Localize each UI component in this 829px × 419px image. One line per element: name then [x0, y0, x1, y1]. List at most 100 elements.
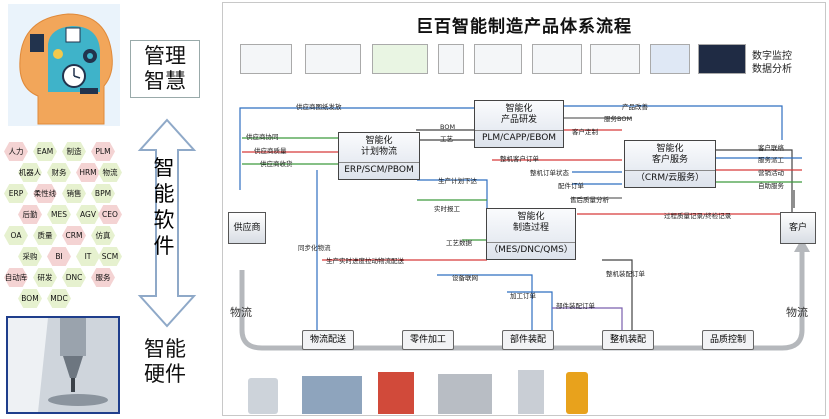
hex-cell: OA	[4, 226, 28, 245]
logistics-flow-arrow	[239, 250, 805, 351]
hex-cell: AGV	[76, 205, 100, 224]
lbl-supplier-drawing: 供应商图纸发放	[296, 103, 342, 111]
lbl-process: 工艺	[440, 135, 453, 143]
process-order-line	[507, 291, 553, 330]
warehouse-rack-image	[302, 376, 362, 414]
customer-contact-line	[712, 149, 793, 215]
hex-cell: 仿真	[91, 226, 115, 245]
smart-hardware-label: 智能 硬件	[132, 334, 198, 390]
mes-title-1: 智能化	[517, 212, 545, 222]
step-component-assembly: 部件装配	[502, 330, 554, 350]
hex-cell: 财务	[47, 163, 71, 182]
monitor-line-1: 数字监控	[752, 51, 792, 62]
hex-cell: IT	[76, 247, 100, 266]
lbl-device-network: 设备联网	[452, 274, 478, 282]
mobile-app-image	[474, 44, 522, 74]
management-line-1: 管理	[144, 44, 186, 68]
lbl-sync-logistics: 同步化物流	[298, 244, 331, 252]
handheld-terminal-image	[248, 378, 278, 414]
whole-assembly-line	[602, 259, 633, 330]
hardware-line-1: 智能	[144, 337, 186, 361]
hex-cell: MDC	[47, 289, 71, 308]
hex-cell: 质量	[33, 226, 57, 245]
lbl-order-status: 整机订单状态	[530, 169, 569, 177]
hex-cell: 人力	[4, 142, 28, 161]
monitor-label: 数字监控 数据分析	[752, 50, 822, 76]
hex-cell: 服务	[91, 268, 115, 287]
step-quality-control: 品质控制	[702, 330, 754, 350]
crm-title-2: 客户服务	[651, 155, 688, 165]
lbl-bom: BOM	[440, 123, 456, 131]
cnc-spindle-icon	[8, 318, 118, 412]
lbl-actual-report: 实时报工	[434, 205, 460, 213]
hex-cell: 柔性线	[33, 184, 57, 203]
plm-title-1: 智能化	[505, 104, 533, 114]
lbl-supplier-receive: 供应商收货	[260, 160, 293, 168]
step-logistics: 物流配送	[302, 330, 354, 350]
software-char-3: 软	[153, 208, 175, 232]
customer-box: 客户	[780, 212, 816, 244]
double-arrow-icon	[137, 118, 197, 328]
erp-title-2: 计划物流	[360, 147, 397, 157]
software-char-4: 件	[153, 234, 175, 258]
dashboard-image-3	[590, 44, 640, 74]
hex-cell: 研发	[33, 268, 57, 287]
lbl-marketing: 营销活动	[758, 169, 784, 177]
mes-title-2: 制造过程	[512, 223, 549, 233]
brain-head-illustration	[8, 4, 120, 126]
hex-cell: DNC	[62, 268, 86, 287]
supplier-box: 供应商	[228, 212, 266, 244]
touch-tablet-image	[698, 44, 746, 74]
hex-cell: SCM	[98, 247, 122, 266]
rugged-phone-image	[566, 372, 588, 414]
hex-cell: BPM	[91, 184, 115, 203]
lbl-process-data: 工艺数据	[446, 239, 472, 247]
hex-cell: 采购	[18, 247, 42, 266]
customer-service-box: 智能化 客户服务 （CRM/云服务）	[624, 140, 716, 188]
gauges-image	[372, 44, 428, 74]
hex-cell: ERP	[4, 184, 28, 203]
hex-cell: EAM	[33, 142, 57, 161]
kiosk-terminal-image	[518, 370, 544, 414]
lbl-custom: 客户定制	[572, 128, 598, 136]
agv-forklift-image	[378, 372, 414, 414]
lbl-customer-contact: 客户联络	[758, 144, 784, 152]
software-char-1: 智	[153, 156, 175, 180]
hex-cell: PLM	[91, 142, 115, 161]
plm-title-2: 产品研发	[500, 115, 537, 125]
crm-title-1: 智能化	[656, 144, 684, 154]
lbl-product-change: 产品改善	[622, 103, 648, 111]
diagram-title: 巨百智能制造产品体系流程	[416, 17, 632, 37]
plm-sub: PLM/CAPP/EBOM	[475, 130, 563, 145]
logistics-label-left: 物流	[230, 306, 252, 319]
lbl-self-service: 自助服务	[758, 182, 784, 190]
hex-cell: HRM	[76, 163, 100, 182]
hex-cell: BI	[47, 247, 71, 266]
mes-sub: （MES/DNC/QMS）	[487, 242, 575, 257]
lbl-service-bom: 服务BOM	[604, 115, 633, 123]
hex-cell: CRM	[62, 226, 86, 245]
hex-cell: 自动库	[4, 268, 28, 287]
software-char-2: 能	[153, 182, 175, 206]
smart-software-label: 智 能 软 件	[142, 155, 186, 259]
planning-logistics-box: 智能化 计划物流 ERP/SCM/PBOM	[338, 132, 420, 180]
device-network-line	[437, 274, 533, 330]
lbl-whole-assembly-order: 整机装配订单	[606, 270, 645, 278]
plan-line	[417, 179, 488, 208]
supplier-drawing-line	[239, 107, 478, 190]
lbl-whole-order: 整机客户订单	[500, 155, 539, 163]
management-line-2: 智慧	[144, 69, 186, 93]
lbl-config-order: 配件订单	[558, 182, 584, 190]
manufacturing-box: 智能化 制造过程 （MES/DNC/QMS）	[486, 208, 576, 260]
step-whole-assembly: 整机装配	[602, 330, 654, 350]
part-order-line	[552, 307, 623, 330]
logistics-label-right: 物流	[786, 306, 808, 319]
lbl-after-sales: 售后质量分析	[570, 196, 609, 204]
lbl-service-dispatch: 服务派工	[758, 156, 784, 164]
dashboard-image-2	[532, 44, 582, 74]
hex-cell: 制造	[62, 142, 86, 161]
phone-image	[438, 44, 464, 74]
hex-cell: 物流	[98, 163, 122, 182]
lbl-supplier-coop: 供应商协同	[246, 133, 279, 141]
